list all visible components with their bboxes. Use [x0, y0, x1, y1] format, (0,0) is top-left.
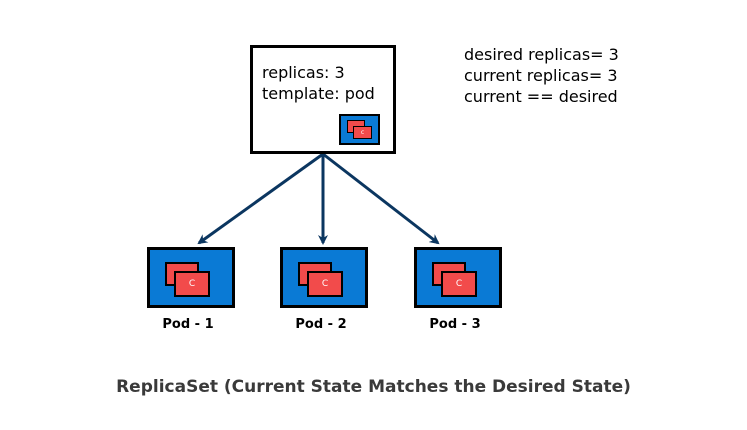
pod-1-label: Pod - 1 [162, 317, 214, 332]
current-replicas-text: current replicas= 3 [464, 66, 618, 85]
comparison-text: current == desired [464, 87, 618, 106]
container-icon: C [174, 271, 210, 297]
pod-1: C [147, 247, 235, 308]
arrow-to-pod-3 [322, 152, 440, 245]
arrow-to-pod-1 [197, 152, 324, 245]
pod-2: C [280, 247, 368, 308]
replicaset-box: replicas: 3 template: pod c [250, 45, 396, 154]
replicaset-spec: replicas: 3 template: pod [262, 62, 375, 104]
template-line: template: pod [262, 84, 375, 103]
container-icon: C [307, 271, 343, 297]
state-summary: desired replicas= 3 current replicas= 3 … [464, 44, 619, 107]
replicas-line: replicas: 3 [262, 63, 345, 82]
desired-replicas-text: desired replicas= 3 [464, 45, 619, 64]
template-pod-icon: c [339, 114, 380, 145]
diagram-caption: ReplicaSet (Current State Matches the De… [116, 377, 631, 397]
pod-3-label: Pod - 3 [429, 317, 481, 332]
container-icon: c [353, 126, 372, 139]
container-icon: C [441, 271, 477, 297]
pod-3: C [414, 247, 502, 308]
pod-2-label: Pod - 2 [295, 317, 347, 332]
